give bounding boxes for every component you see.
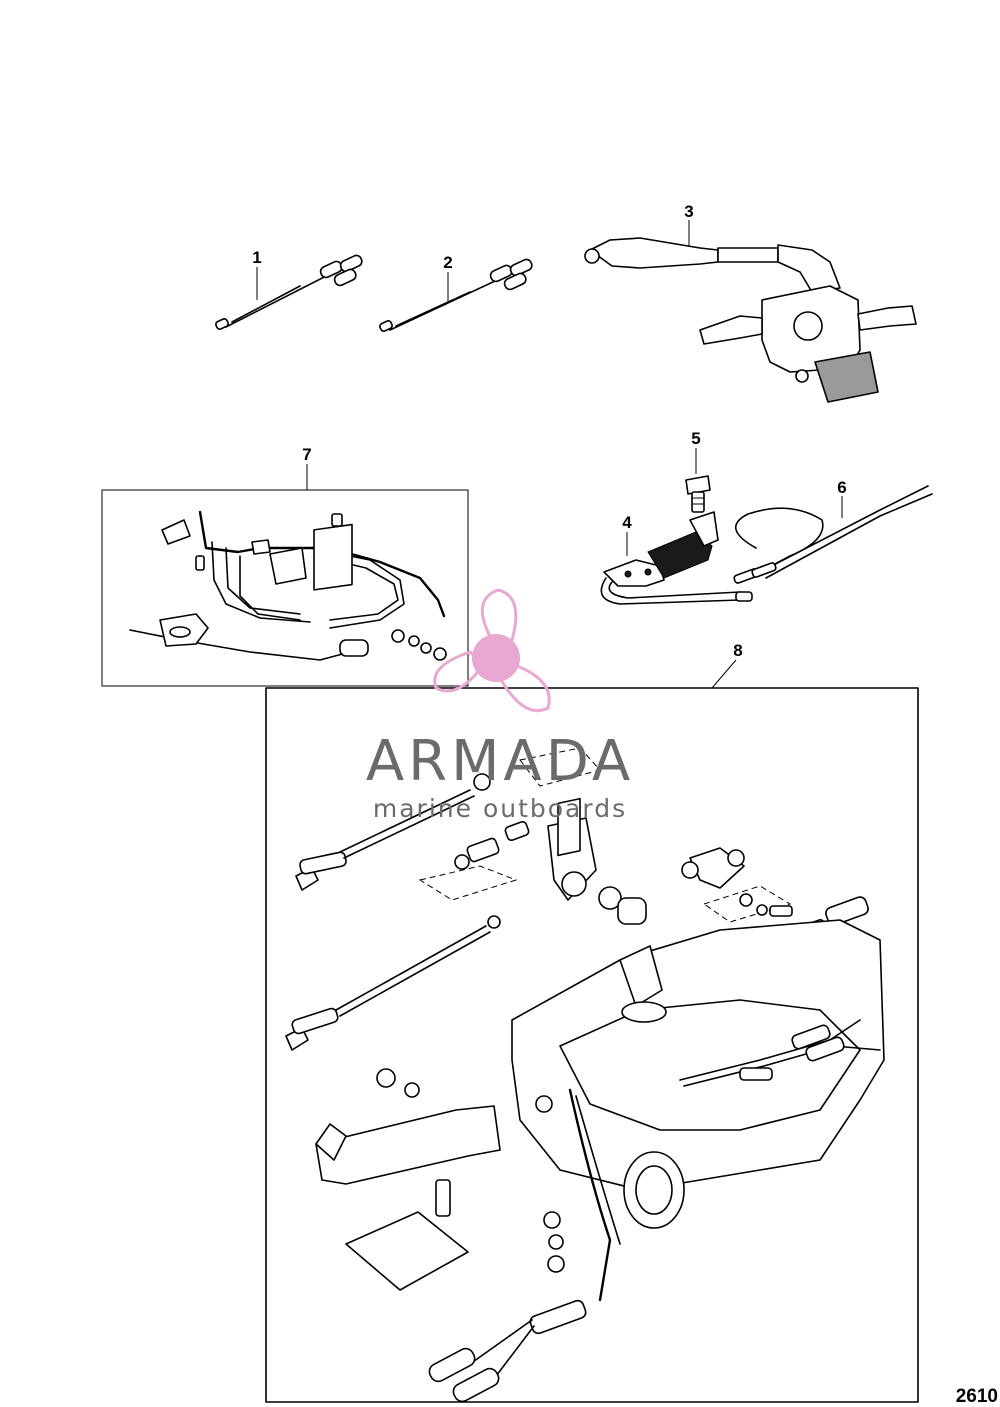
callout-8: 8 (733, 641, 742, 660)
part-5-screw[interactable] (685, 475, 711, 513)
callout-5: 5 (691, 429, 700, 448)
callout-4: 4 (622, 513, 632, 532)
watermark-brand: ARMADA (366, 729, 634, 794)
part-8-assembly-box (265, 687, 919, 1403)
armada-propeller-logo (433, 588, 551, 713)
callout-3: 3 (684, 202, 693, 221)
part-3-ignition-coil[interactable] (584, 237, 917, 403)
part-4-stator-coil[interactable] (600, 511, 753, 605)
part-6-wire-harness[interactable] (733, 485, 933, 584)
callout-6: 6 (837, 478, 846, 497)
part-7-kit-box (101, 489, 469, 687)
callout-2: 2 (443, 253, 452, 272)
page-number: 2610 (956, 1386, 998, 1407)
leader-8 (711, 659, 737, 689)
part-7-harness-kit[interactable] (129, 510, 447, 661)
part-1-harness[interactable] (215, 254, 364, 330)
watermark-tagline: marine outboards (373, 794, 627, 823)
part-8-assembly[interactable] (285, 747, 885, 1404)
callout-1: 1 (252, 248, 261, 267)
part-2-harness[interactable] (379, 258, 534, 332)
callout-7: 7 (302, 445, 311, 464)
